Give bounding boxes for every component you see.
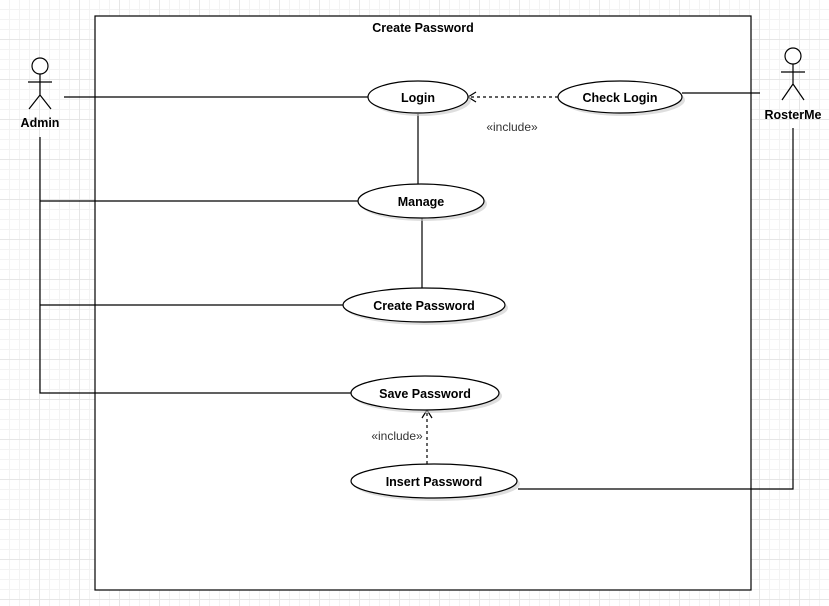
use-case-check-login[interactable]: Check Login <box>557 80 685 116</box>
include-label-login: «include» <box>486 120 538 134</box>
actor-admin-icon <box>28 57 52 110</box>
include-label-save: «include» <box>371 429 423 443</box>
use-case-insert-password-label: Insert Password <box>386 475 483 489</box>
actor-admin-label: Admin <box>21 116 60 130</box>
use-case-save-password-label: Save Password <box>379 387 471 401</box>
actor-admin[interactable]: Admin <box>21 57 60 130</box>
use-case-save-password[interactable]: Save Password <box>350 375 502 413</box>
system-title: Create Password <box>372 21 473 35</box>
use-case-manage-label: Manage <box>398 195 445 209</box>
use-case-check-login-label: Check Login <box>582 91 657 105</box>
use-case-create-password-label: Create Password <box>373 299 474 313</box>
actor-rosterme-label: RosterMe <box>765 108 822 122</box>
use-case-manage[interactable]: Manage <box>357 183 487 221</box>
use-case-create-password[interactable]: Create Password <box>342 287 508 325</box>
actor-rosterme-icon <box>781 47 805 101</box>
use-case-insert-password[interactable]: Insert Password <box>350 463 520 501</box>
assoc-rosterme-insert-password <box>518 128 794 490</box>
use-case-login-label: Login <box>401 91 435 105</box>
assoc-admin-trunk <box>39 137 351 394</box>
use-case-login[interactable]: Login <box>367 80 471 116</box>
actor-rosterme[interactable]: RosterMe <box>765 47 822 122</box>
